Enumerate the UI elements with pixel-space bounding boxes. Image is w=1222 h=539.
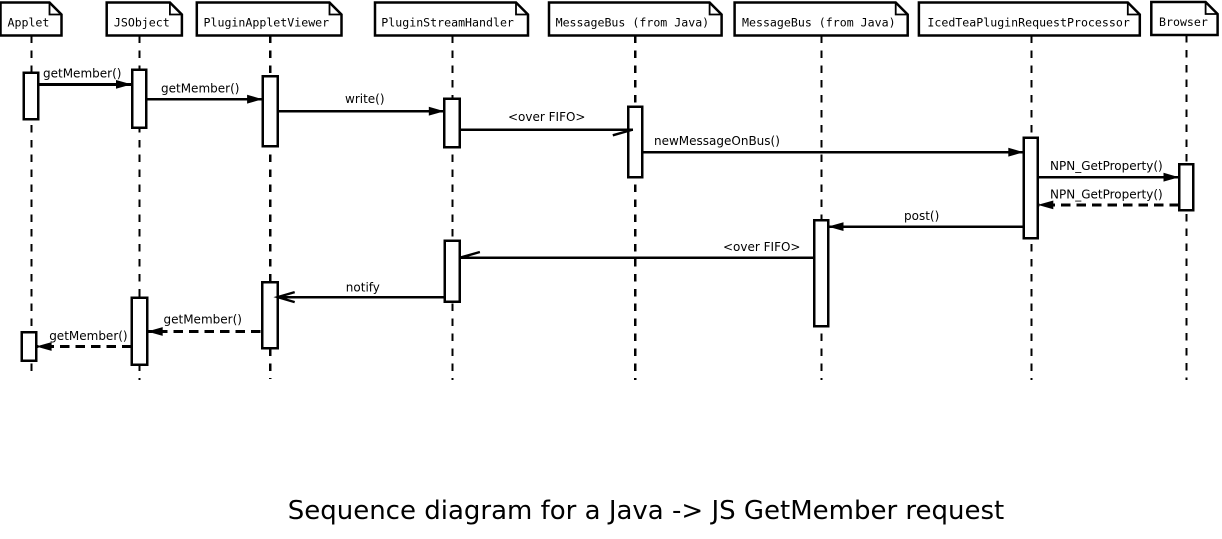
activation-bar-plugin-applet-viewer-9 [261, 280, 279, 350]
actor-note-browser [1150, 0, 1219, 37]
actor-note-fold-browser [1204, 2, 1218, 15]
message-arrowhead-filled-icon [1163, 172, 1179, 182]
actor-label-icedtea-plugin-request-processor: IcedTeaPluginRequestProcessor [927, 16, 1129, 30]
diagram-title: Sequence diagram for a Java -> JS GetMem… [288, 496, 1005, 526]
message-arrowhead-filled-icon [36, 342, 52, 351]
message-arrowhead-filled-icon [116, 80, 132, 89]
actor-note-fold-icedtea-plugin-request-processor [1126, 2, 1140, 16]
actor-label-browser: Browser [1159, 15, 1208, 29]
actor-label-message-bus-from-java-2: MessageBus (from Java) [742, 16, 896, 30]
actor-label-plugin-applet-viewer: PluginAppletViewer [204, 16, 330, 30]
activation-bar-plugin-applet-viewer-2 [261, 74, 279, 148]
message-arrowhead-filled-icon [828, 222, 844, 231]
messages-layer: getMember() getMember() write() <over FIFO>… [36, 66, 1179, 351]
activation-bar-jsobject-1 [130, 68, 148, 129]
message-label-5: NPN_GetProperty() [1050, 159, 1163, 173]
activation-bar-message-bus-from-java-2-7 [812, 218, 830, 328]
actor-note-fold-plugin-stream-handler [515, 2, 528, 16]
actor-note-fold-plugin-applet-viewer [328, 2, 342, 16]
actor-note-fold-jsobject [169, 2, 182, 16]
message-arrowhead-filled-icon [147, 327, 163, 336]
message-label-7: post() [904, 209, 939, 223]
activation-bar-message-bus-from-java-1-4 [626, 105, 644, 179]
actor-note-fold-applet [48, 2, 62, 16]
actor-label-applet: Applet [8, 16, 50, 30]
activation-bar-plugin-stream-handler-3 [443, 97, 461, 149]
message-label-6: NPN_GetProperty() [1050, 187, 1163, 201]
actor-note-fold-message-bus-from-java-2 [894, 2, 908, 16]
message-label-11: getMember() [49, 329, 127, 343]
actor-note-message-bus-from-java-1 [547, 1, 723, 37]
actor-label-plugin-stream-handler: PluginStreamHandler [381, 16, 514, 30]
message-arrowhead-half-icon [459, 250, 481, 259]
message-label-1: getMember() [161, 81, 239, 95]
activation-bar-jsobject-10 [130, 296, 149, 366]
activation-bar-browser-6 [1177, 162, 1195, 212]
actors-layer: Applet JSObject PluginAppletViewer PluginSt… [0, 0, 1219, 37]
actor-note-plugin-stream-handler [373, 1, 530, 37]
actor-label-jsobject: JSObject [114, 16, 170, 30]
activation-bar-applet-0 [22, 71, 40, 121]
message-label-0: getMember() [43, 66, 121, 80]
activation-bar-applet-11 [20, 330, 38, 362]
activation-bar-plugin-stream-handler-8 [443, 239, 462, 303]
activations-layer [20, 68, 1195, 366]
message-label-2: write() [345, 92, 385, 106]
message-arrowhead-filled-icon [428, 106, 445, 116]
actor-note-applet [0, 1, 63, 37]
activation-bar-icedtea-plugin-request-processor-5 [1022, 136, 1040, 240]
message-label-9: notify [346, 281, 380, 295]
message-arrowhead-filled-icon [247, 94, 263, 104]
message-arrowhead-filled-icon [1008, 147, 1024, 157]
actor-note-message-bus-from-java-2 [733, 1, 909, 37]
message-arrowhead-filled-icon [1037, 200, 1054, 210]
actor-note-plugin-applet-viewer [195, 1, 343, 37]
message-label-8: <over FIFO> [723, 240, 800, 254]
actor-label-message-bus-from-java-1: MessageBus (from Java) [556, 16, 710, 30]
message-label-10: getMember() [164, 312, 242, 326]
actor-note-jsobject [105, 1, 184, 37]
actor-note-icedtea-plugin-request-processor [917, 1, 1142, 37]
message-arrowhead-half-icon [612, 128, 634, 137]
actor-note-fold-message-bus-from-java-1 [708, 2, 722, 16]
message-label-3: <over FIFO> [508, 110, 585, 124]
message-arrowhead-open-icon [273, 290, 296, 304]
message-label-4: newMessageOnBus() [654, 134, 780, 148]
